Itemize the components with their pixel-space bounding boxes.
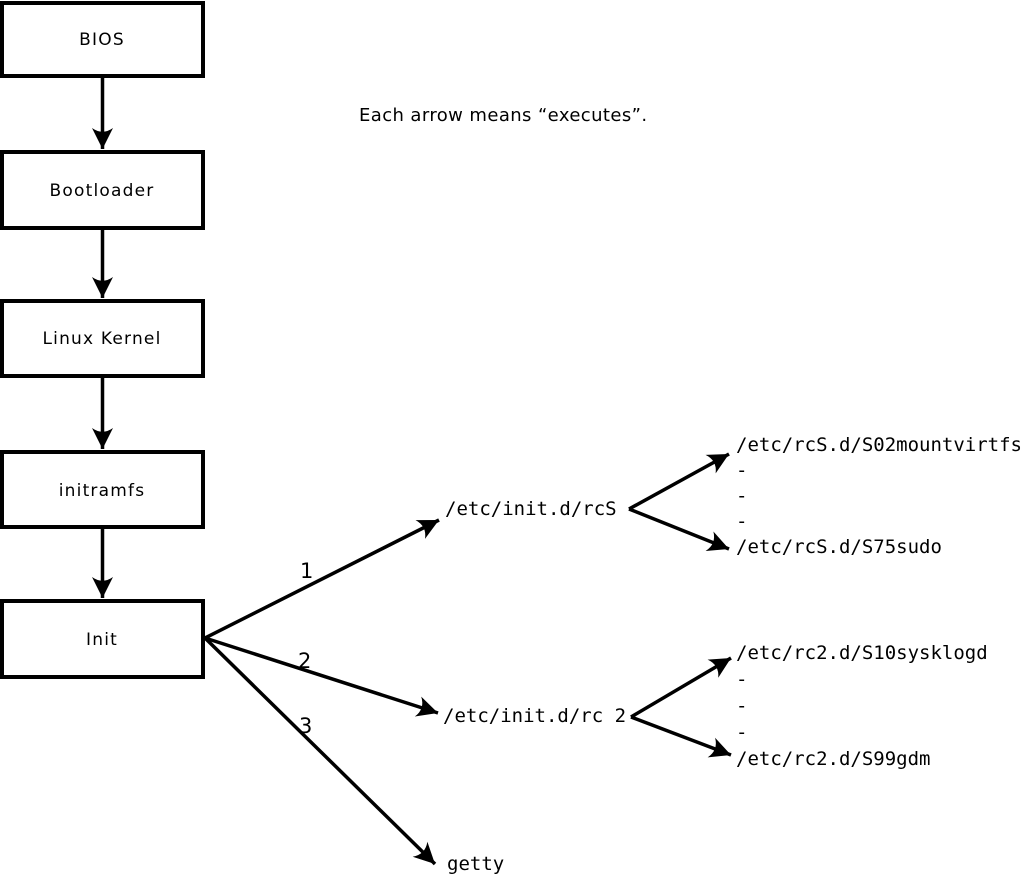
ellipsis-dash: - xyxy=(736,669,747,691)
box-label-init: Init xyxy=(86,630,118,650)
ellipsis-dash: - xyxy=(736,695,747,717)
node-rcs: /etc/init.d/rcS xyxy=(445,498,617,520)
node-rc2: /etc/init.d/rc 2 xyxy=(443,705,626,727)
box-label-linux-kernel: Linux Kernel xyxy=(42,329,161,349)
arrow-rcs-to-s75sudo-icon xyxy=(628,507,730,551)
rcs-fanout: /etc/rcS.d/S02mountvirtfs - - - /etc/rcS… xyxy=(628,434,1022,558)
ellipsis-dash: - xyxy=(736,511,747,533)
script-s99gdm: /etc/rc2.d/S99gdm xyxy=(736,748,930,770)
script-s02mountvirtfs: /etc/rcS.d/S02mountvirtfs xyxy=(736,434,1022,456)
arrow-init-to-rcs-icon xyxy=(204,518,440,640)
arrow-rc2-to-s10sysklogd-icon xyxy=(630,656,732,719)
arrow-init-to-rc2-icon xyxy=(204,636,439,717)
script-s75sudo: /etc/rcS.d/S75sudo xyxy=(736,536,942,558)
ellipsis-dash: - xyxy=(736,485,747,507)
ellipsis-dash: - xyxy=(736,460,747,482)
node-getty: getty xyxy=(447,853,504,875)
box-bootloader xyxy=(0,150,205,230)
box-label-bios: BIOS xyxy=(79,30,125,50)
box-initramfs xyxy=(0,450,205,529)
arrow-init-to-getty-icon xyxy=(203,636,437,866)
script-s10sysklogd: /etc/rc2.d/S10sysklogd xyxy=(736,642,988,664)
branch-number-3: 3 xyxy=(299,714,312,738)
arrow-rc2-to-s99gdm-icon xyxy=(630,715,732,758)
box-label-bootloader: Bootloader xyxy=(50,181,155,201)
init-branches: 1 2 3 /etc/init.d/rcS /etc/init.d/rc 2 g… xyxy=(203,498,626,875)
branch-number-2: 2 xyxy=(298,649,311,673)
arrow-rcs-to-s02mountvirtfs-icon xyxy=(628,452,730,511)
flow-column: BIOS Bootloader Linux Kernel initramfs I… xyxy=(0,1,205,679)
box-label-initramfs: initramfs xyxy=(59,481,146,501)
box-linux-kernel xyxy=(0,299,205,378)
box-bios xyxy=(0,1,205,78)
branch-number-1: 1 xyxy=(300,559,313,583)
diagram-caption: Each arrow means “executes”. xyxy=(359,105,647,126)
ellipsis-dash: - xyxy=(736,722,747,744)
rc2-fanout: /etc/rc2.d/S10sysklogd - - - /etc/rc2.d/… xyxy=(630,642,988,770)
box-init xyxy=(0,599,205,679)
